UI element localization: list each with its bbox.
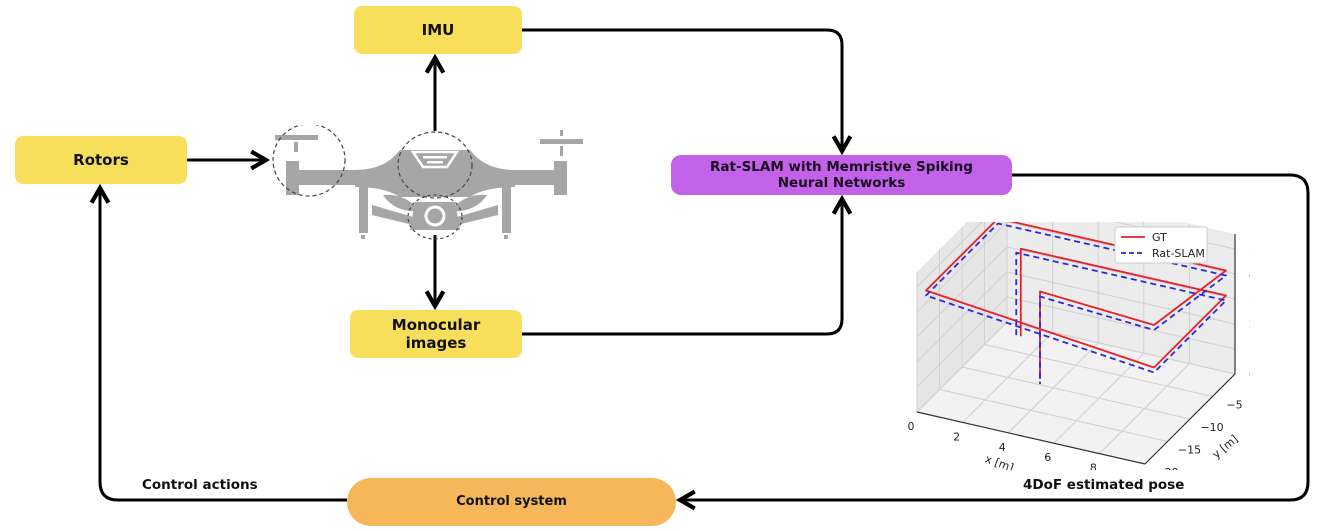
- control-actions-label: Control actions: [142, 477, 258, 493]
- ratslam-label-line2: Neural Networks: [777, 175, 906, 191]
- z-tick-label: 3: [1249, 293, 1250, 306]
- z-tick-label: 0: [1249, 368, 1250, 381]
- trajectory-3d-plot: 02468100−5−10−15−20012345x [m]y [m]z [m]…: [908, 222, 1250, 470]
- edge-ratslam-to-control: [680, 173, 1310, 500]
- series-line-gt: [925, 222, 1227, 379]
- monocular-label-line1: Monocular: [391, 316, 481, 334]
- x-tick-label: 4: [999, 441, 1006, 454]
- legend-label: GT: [1152, 231, 1167, 244]
- grid-line: [1006, 271, 1236, 325]
- x-tick-label: 2: [953, 430, 960, 443]
- monocular-images-node[interactable]: Monocular images: [350, 310, 522, 358]
- imu-node[interactable]: IMU: [354, 6, 522, 54]
- rotors-label: Rotors: [73, 151, 129, 169]
- monocular-label-line2: images: [405, 334, 467, 352]
- y-tick-label: −10: [1200, 421, 1223, 434]
- imu-label: IMU: [421, 21, 455, 39]
- edge-monocular-to-ratslam: [522, 199, 842, 336]
- x-tick-label: 8: [1090, 462, 1097, 470]
- grid-line: [916, 271, 1008, 363]
- control-system-label: Control system: [456, 494, 567, 510]
- ratslam-node[interactable]: Rat-SLAM with Memristive Spiking Neural …: [671, 155, 1012, 195]
- estimated-pose-label: 4DoF estimated pose: [1023, 477, 1185, 493]
- edge-control-to-rotors: [100, 188, 347, 502]
- x-axis-label: x [m]: [983, 452, 1015, 470]
- z-tick-label: 5: [1249, 243, 1250, 256]
- grid-line: [916, 246, 1008, 338]
- y-axis-label: y [m]: [1210, 432, 1241, 461]
- grid-line: [1006, 296, 1236, 350]
- y-tick-label: −20: [1155, 466, 1178, 470]
- grid-line: [984, 344, 1213, 397]
- drone-icon: [272, 125, 583, 240]
- grid-line: [939, 389, 1168, 442]
- z-tick-label: 2: [1249, 318, 1250, 331]
- y-tick-label: −5: [1226, 399, 1242, 412]
- z-tick-label: 1: [1249, 343, 1250, 356]
- control-system-node[interactable]: Control system: [347, 478, 676, 526]
- x-axis: [916, 411, 1146, 465]
- series-line-rat-slam: [925, 222, 1227, 384]
- legend-box: [1114, 226, 1208, 264]
- legend-label: Rat-SLAM: [1152, 247, 1205, 260]
- x-tick-label: 0: [908, 420, 915, 433]
- y-tick-label: −15: [1178, 444, 1201, 457]
- grid-line: [961, 366, 1191, 420]
- x-tick-label: 6: [1044, 451, 1051, 464]
- grid-line: [916, 222, 983, 288]
- y-axis: [1144, 373, 1236, 465]
- edge-imu-to-ratslam: [522, 28, 842, 151]
- z-tick-label: 4: [1249, 268, 1250, 281]
- grid-line: [1006, 246, 1236, 300]
- ratslam-label-line1: Rat-SLAM with Memristive Spiking: [710, 158, 973, 175]
- grid-line: [916, 321, 1008, 413]
- rotors-node[interactable]: Rotors: [15, 136, 187, 184]
